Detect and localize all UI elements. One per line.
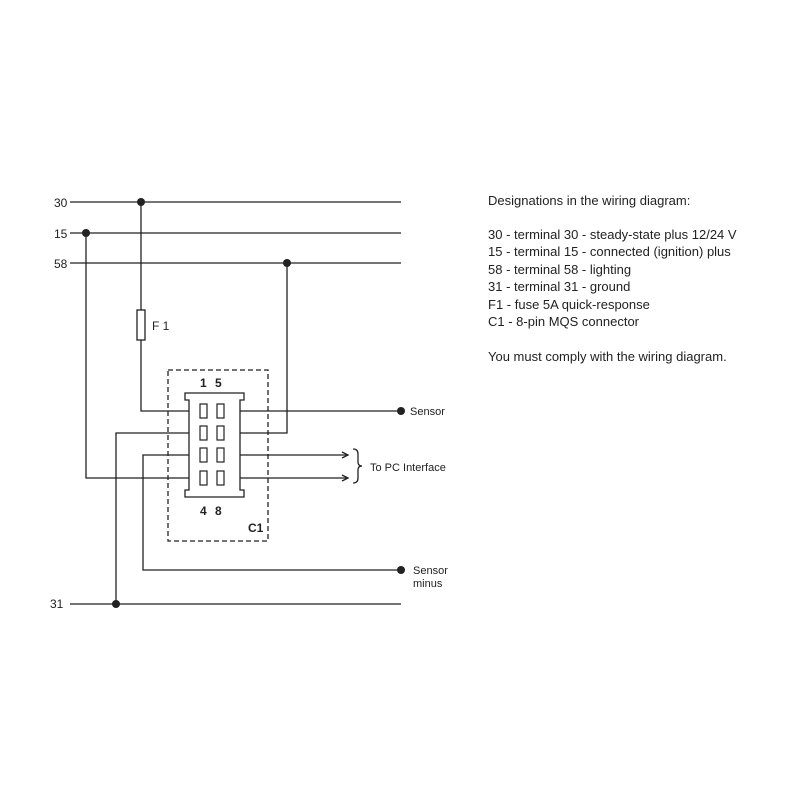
sensor-minus-label-line1: Sensor <box>413 565 448 577</box>
junction-dot-15 <box>82 229 90 237</box>
wire-pc-interface <box>227 451 350 482</box>
pin-label-8: 8 <box>215 504 222 518</box>
bus-label-30: 30 <box>54 196 68 210</box>
pin-7 <box>216 447 225 463</box>
pin-label-5: 5 <box>215 376 222 390</box>
wire-sensor-minus <box>142 454 401 571</box>
wire-terminal-31 <box>115 432 200 604</box>
legend-item-58: 58 - terminal 58 - lighting <box>488 261 632 277</box>
junction-dot-58 <box>283 259 291 267</box>
sensor-minus-terminal-dot <box>397 566 405 574</box>
connector-pins <box>199 403 225 486</box>
junction-dot-30 <box>137 198 145 206</box>
legend-heading: Designations in the wiring diagram: <box>488 193 691 208</box>
legend-item-31: 31 - terminal 31 - ground <box>488 279 631 294</box>
pin-2 <box>199 425 208 441</box>
legend-item-30: 30 - terminal 30 - steady-state plus 12/… <box>488 226 737 242</box>
pin-5 <box>216 403 225 419</box>
pc-interface-brace <box>352 448 363 484</box>
junction-dot-31 <box>112 600 120 608</box>
sensor-minus-label-line2: minus <box>413 578 443 590</box>
pin-label-1: 1 <box>200 376 207 390</box>
fuse-label: F 1 <box>152 319 170 333</box>
bus-label-15: 15 <box>54 227 68 241</box>
fuse-f1-symbol <box>136 309 146 341</box>
connector-c1-outline <box>167 369 269 542</box>
legend-item-15: 15 - terminal 15 - connected (ignition) … <box>488 244 731 259</box>
designations-legend: Designations in the wiring diagram: 30 -… <box>488 192 788 365</box>
pin-8 <box>216 470 225 486</box>
sensor-terminal-dot <box>397 407 405 415</box>
connector-body <box>184 392 245 498</box>
pin-1 <box>199 403 208 419</box>
pin-label-4: 4 <box>200 504 207 518</box>
pc-interface-label: To PC Interface <box>370 462 446 474</box>
legend-note: You must comply with the wiring diagram. <box>488 348 727 364</box>
legend-item-c1: C1 - 8-pin MQS connector <box>488 314 640 329</box>
pin-3 <box>199 447 208 463</box>
wire-terminal-15 <box>85 233 200 479</box>
pin-6 <box>216 425 225 441</box>
wire-terminal-30 <box>140 202 200 412</box>
legend-item-f1: F1 - fuse 5A quick-response <box>488 296 650 312</box>
legend-list: 30 - terminal 30 - steady-state plus 12/… <box>488 226 788 331</box>
bus-label-31: 31 <box>50 597 64 611</box>
sensor-label: Sensor <box>410 406 445 418</box>
wire-terminal-58 <box>227 263 288 434</box>
pin-4 <box>199 470 208 486</box>
bus-label-58: 58 <box>54 257 68 271</box>
connector-label: C1 <box>248 521 264 535</box>
